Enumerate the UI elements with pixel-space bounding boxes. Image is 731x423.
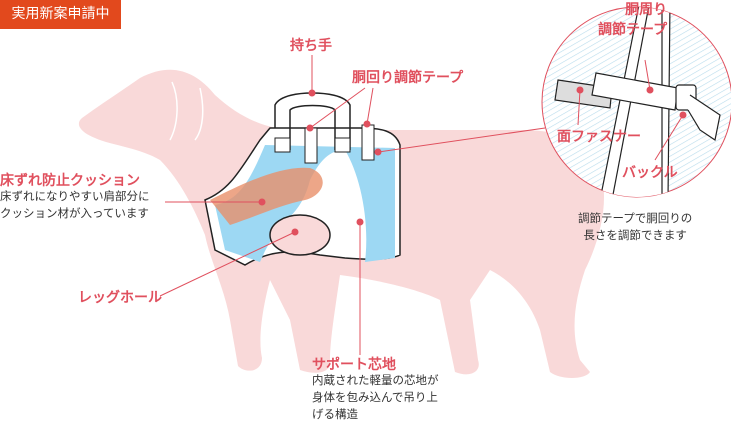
label-girth-tape: 胴回り調節テープ xyxy=(352,70,464,86)
detail-label-buckle: バックル xyxy=(622,165,678,181)
label-cushion: 床ずれ防止クッション xyxy=(0,173,140,189)
desc-line: げる構造 xyxy=(312,407,358,421)
desc-line: 身体を包み込んで吊り上 xyxy=(312,390,438,404)
leg-hole-shape xyxy=(269,214,331,256)
label-line: 調節テープ xyxy=(598,22,668,38)
cushion xyxy=(210,167,323,225)
desc-line: 内蔵された軽量の芯地が xyxy=(312,373,439,387)
label-support: サポート芯地 xyxy=(312,357,396,373)
detail-label-girth-tape: 胴周り 調節テープ xyxy=(598,0,668,40)
label-line: 胴周り xyxy=(625,2,668,18)
cushion-description: 床ずれになりやすい肩部分に クッション材が入っています xyxy=(0,188,150,222)
detail-circle xyxy=(541,6,731,198)
support-description: 内蔵された軽量の芯地が 身体を包み込んで吊り上 げる構造 xyxy=(312,372,439,423)
desc-line: クッション材が入っています xyxy=(0,206,149,220)
detail-caption: 調節テープで胴回りの 長さを調節できます xyxy=(578,210,692,244)
desc-line: 床ずれになりやすい肩部分に xyxy=(0,189,150,203)
caption-line: 調節テープで胴回りの xyxy=(578,211,693,225)
label-handle: 持ち手 xyxy=(290,38,332,54)
label-leg-hole: レッグホール xyxy=(78,290,162,306)
caption-line: 長さを調節できます xyxy=(583,228,687,242)
patent-pending-badge: 実用新案申請中 xyxy=(0,0,121,29)
detail-label-velcro: 面ファスナー xyxy=(557,129,641,145)
